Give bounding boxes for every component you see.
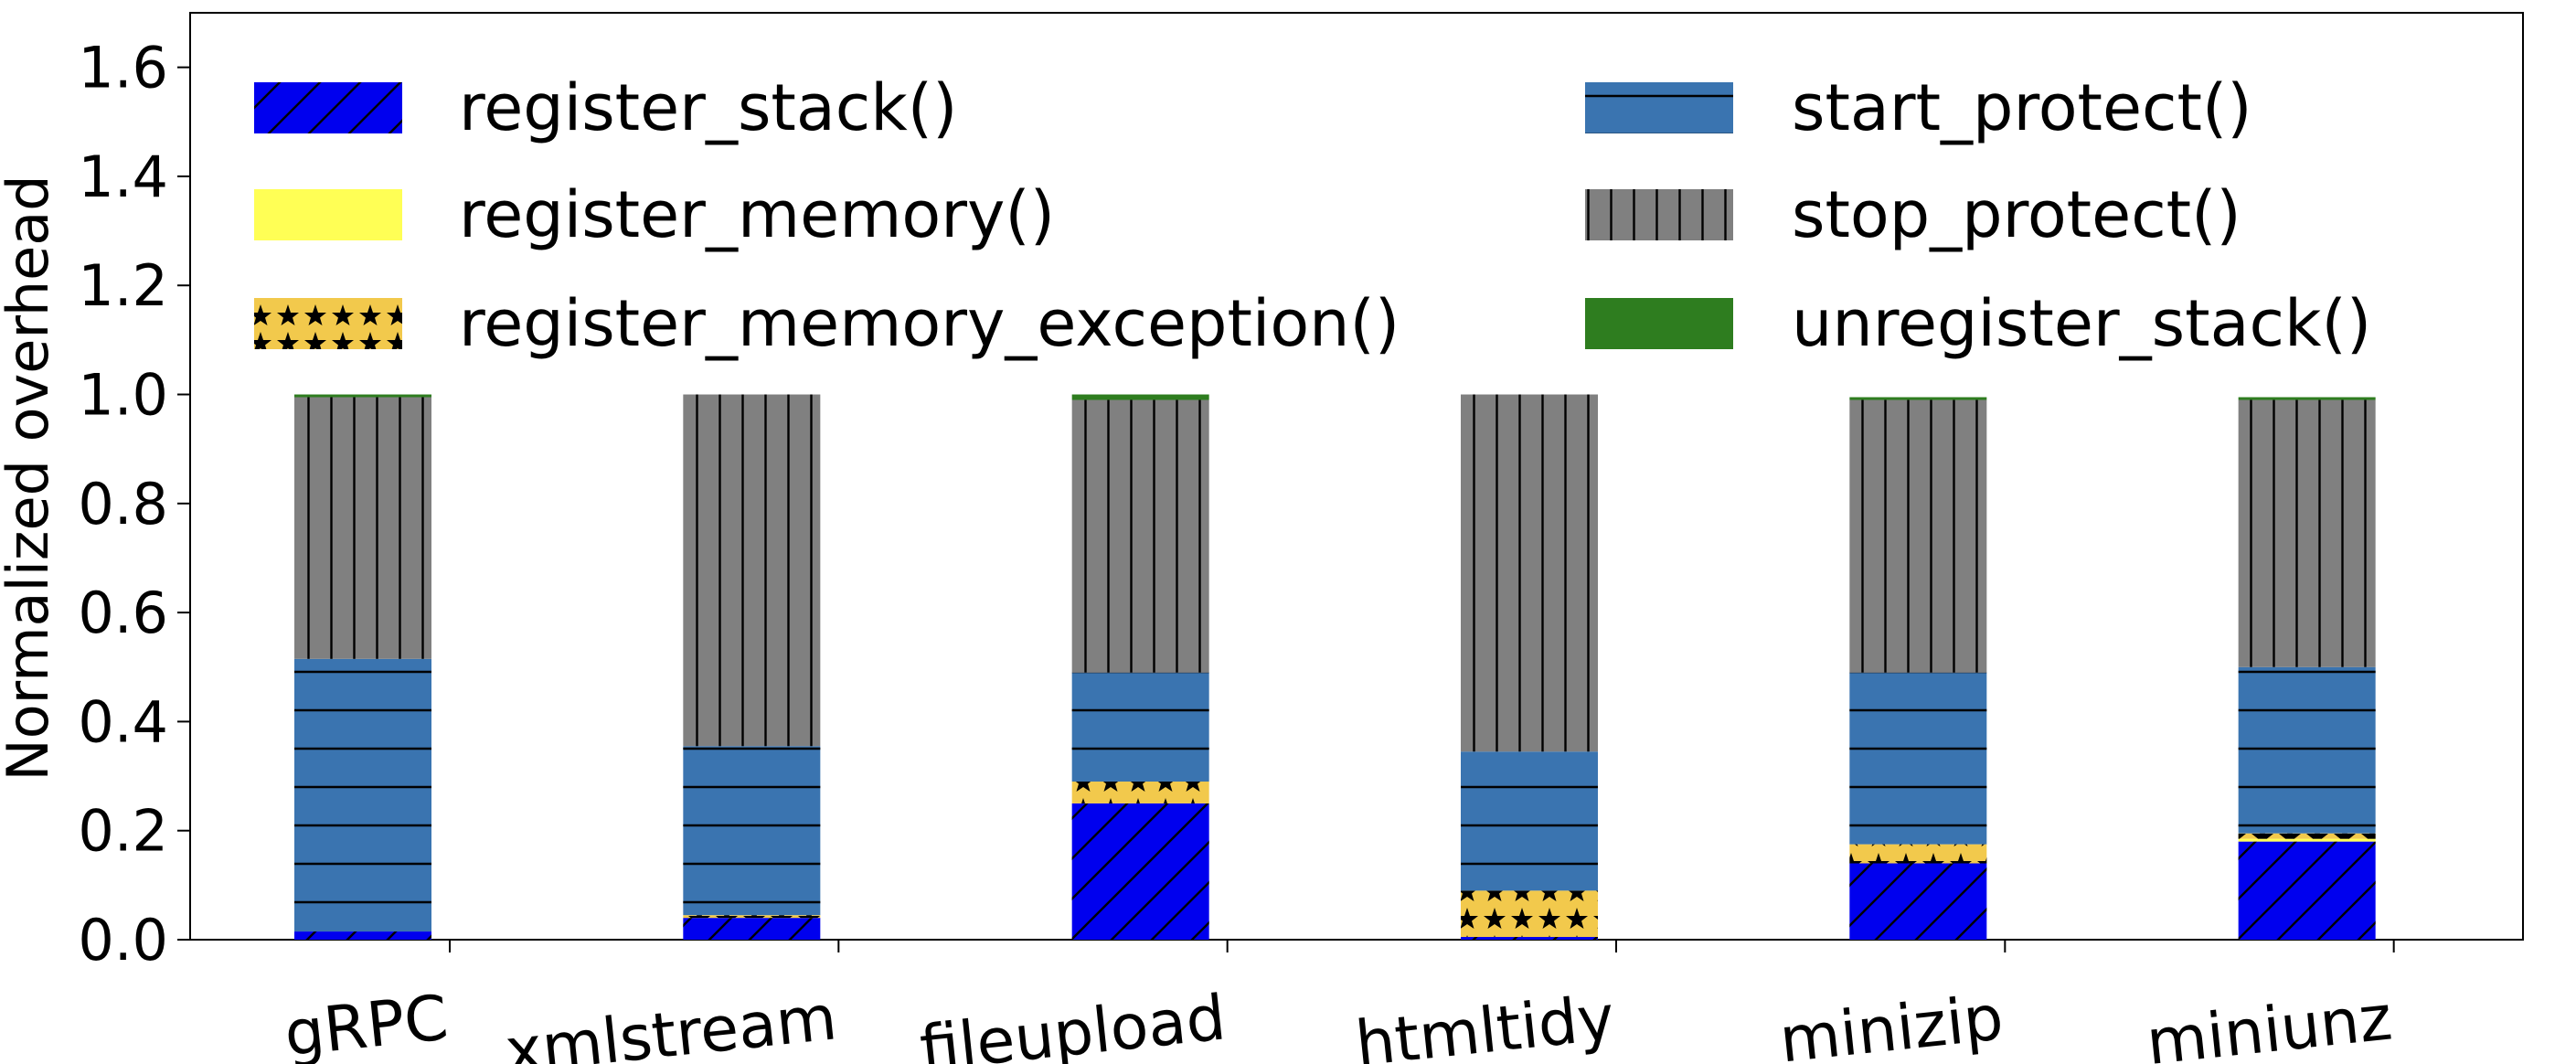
bar-segment-5-minizip — [1849, 397, 1987, 400]
bar-segment-5-miniunz — [2238, 397, 2376, 400]
bar-segment-hatch-0-xmlstream — [683, 918, 821, 940]
y-tick-label: 0.6 — [78, 580, 168, 646]
y-tick-label: 0.8 — [78, 471, 168, 537]
x-tick-label: htmltidy — [1352, 982, 1618, 1064]
bar-segment-1-miniunz — [2238, 838, 2376, 842]
legend-swatch-hatch-0 — [254, 82, 402, 133]
bar-segment-5-grpc — [294, 394, 431, 398]
y-tick-label: 0.0 — [78, 907, 168, 974]
x-tick-label: miniunz — [2144, 982, 2396, 1064]
bar-segment-hatch-0-grpc — [294, 931, 431, 940]
y-tick-label: 1.0 — [78, 362, 168, 429]
bar-segment-hatch-2-minizip — [1849, 844, 1987, 864]
bar-segment-hatch-3-htmltidy — [1461, 751, 1598, 891]
y-tick-label: 1.2 — [78, 252, 168, 319]
plot-frame — [189, 12, 2524, 941]
legend-label-4: stop_protect() — [1792, 177, 2241, 252]
y-tick-label: 1.4 — [78, 144, 168, 210]
bar-segment-hatch-3-grpc — [294, 658, 431, 932]
bar-segment-hatch-4-htmltidy — [1461, 394, 1598, 752]
legend: register_stack() register_memory()registe… — [254, 70, 2371, 361]
y-tick-label: 0.2 — [78, 798, 168, 865]
bar-segment-hatch-4-grpc — [294, 397, 431, 659]
bar-segment-hatch-4-xmlstream — [683, 394, 821, 747]
x-tick-label: fileupload — [917, 982, 1229, 1064]
bar-segment-hatch-3-xmlstream — [683, 746, 821, 916]
legend-label-2: register_memory_exception() — [459, 286, 1400, 361]
y-tick-label: 1.6 — [78, 35, 168, 101]
bar-segment-5-fileupload — [1071, 394, 1209, 400]
legend-swatch-1 — [254, 189, 402, 240]
bar-segment-hatch-0-htmltidy — [1461, 937, 1598, 940]
legend-label-0: register_stack() — [459, 70, 957, 145]
bar-segment-hatch-4-miniunz — [2238, 399, 2376, 667]
plot-area — [189, 12, 2524, 941]
bar-segment-hatch-0-miniunz — [2238, 841, 2376, 940]
x-tick-label: xmlstream — [502, 982, 840, 1064]
x-axis: gRPC xmlstream fileupload htmltidy minizip mi… — [282, 940, 2396, 1064]
bar-segment-hatch-3-fileupload — [1071, 672, 1209, 782]
x-tick-label: gRPC — [282, 982, 452, 1064]
bar-segment-hatch-2-miniunz — [2238, 833, 2376, 839]
bar-segment-hatch-4-minizip — [1849, 399, 1987, 673]
legend-swatch-hatch-3 — [1585, 82, 1733, 133]
bar-segment-hatch-3-minizip — [1849, 672, 1987, 845]
y-axis: 0.0 0.2 0.4 0.6 0.8 1.0 1.2 1.4 1.6 — [78, 35, 190, 974]
bar-segment-hatch-3-miniunz — [2238, 666, 2376, 834]
bar-segment-hatch-2-htmltidy — [1461, 890, 1598, 938]
y-axis-label: Normalized overhead — [0, 175, 61, 781]
bar-segment-hatch-4-fileupload — [1071, 399, 1209, 673]
legend-swatch-5 — [1585, 298, 1733, 349]
legend-label-3: start_protect() — [1792, 70, 2252, 145]
bar-segment-hatch-2-fileupload — [1071, 782, 1209, 803]
y-tick-label: 0.4 — [78, 688, 168, 755]
legend-label-5: unregister_stack() — [1792, 286, 2371, 361]
bar-segment-hatch-0-minizip — [1849, 863, 1987, 940]
legend-label-1: register_memory() — [459, 177, 1055, 252]
legend-swatch-hatch-2 — [254, 298, 402, 349]
bar-segment-hatch-0-fileupload — [1071, 803, 1209, 940]
x-tick-label: minizip — [1776, 982, 2007, 1064]
legend-swatch-hatch-4 — [1585, 189, 1733, 240]
bar-segment-hatch-2-xmlstream — [683, 915, 821, 919]
